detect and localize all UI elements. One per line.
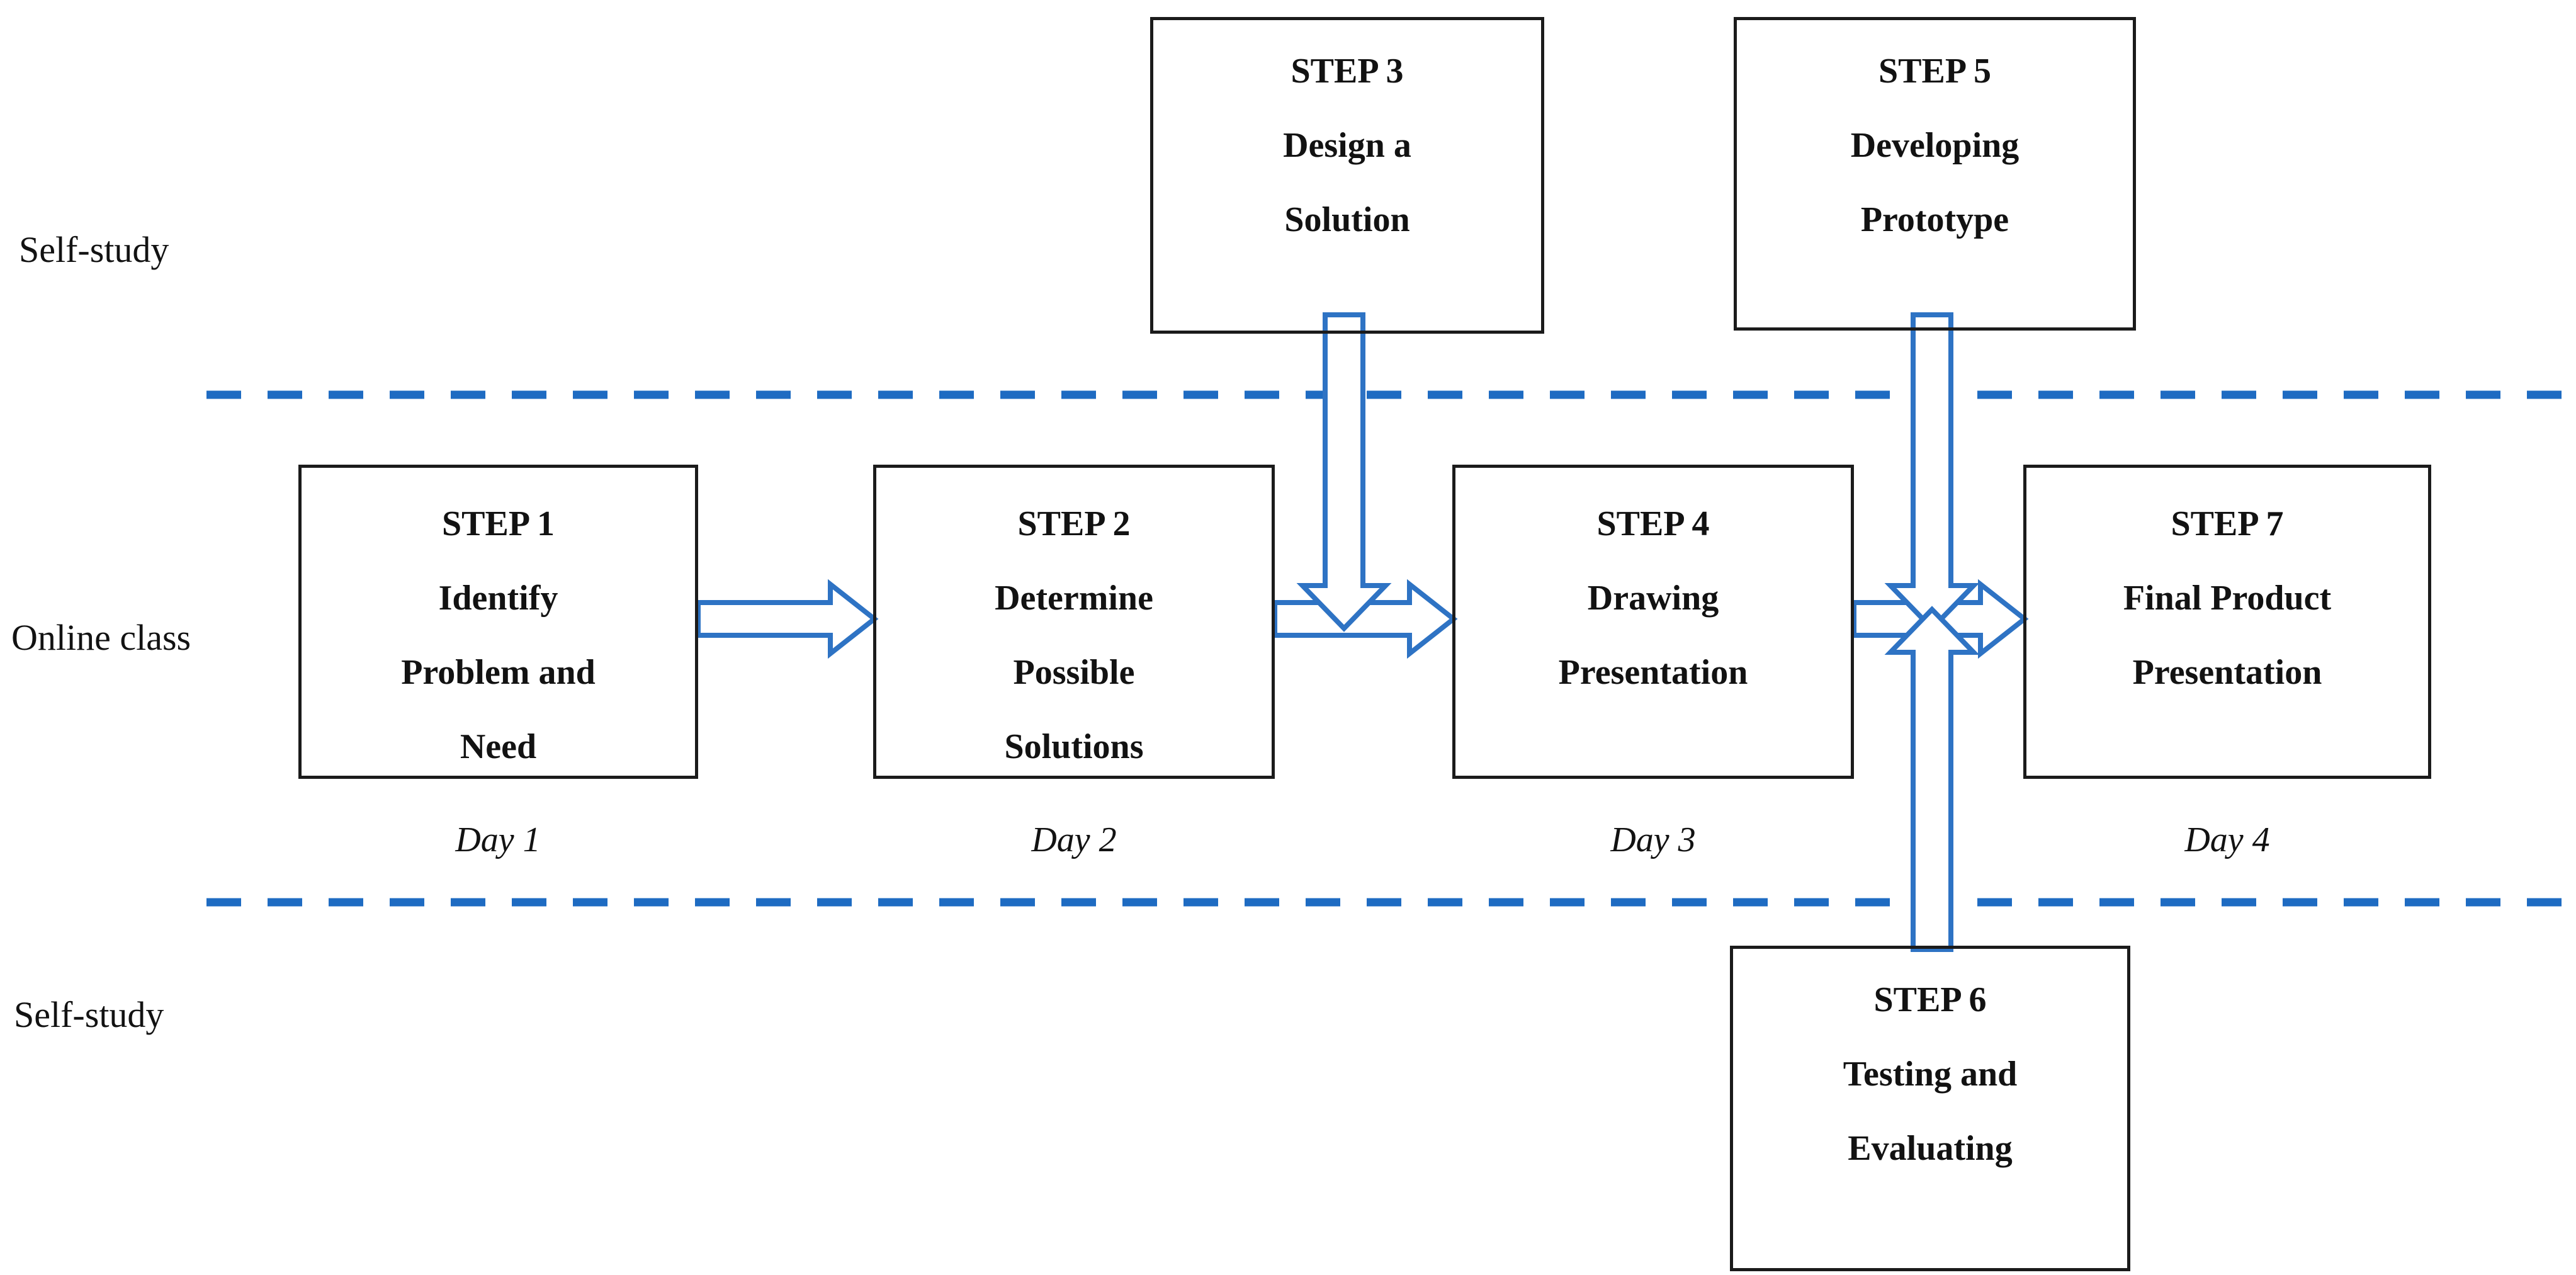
row-label-online-class: Online class (11, 617, 191, 658)
step-line: Evaluating (1848, 1129, 2013, 1168)
step-line: Possible (1013, 653, 1135, 692)
arrow-step2-to-step4 (1272, 579, 1458, 659)
arrow-step1-to-step2 (696, 579, 879, 659)
day-label-4: Day 4 (2184, 820, 2270, 859)
step-line: Solutions (1004, 727, 1144, 766)
step-title: STEP 5 (1878, 52, 1991, 91)
step-line: Presentation (2132, 653, 2322, 692)
step-box-7: STEP 7 Final Product Presentation (2023, 465, 2431, 779)
step-title: STEP 1 (442, 504, 555, 543)
day-label-3: Day 3 (1610, 820, 1696, 859)
step-box-6: STEP 6 Testing and Evaluating (1730, 946, 2130, 1271)
step-box-5: STEP 5 Developing Prototype (1734, 17, 2136, 331)
step-title: STEP 6 (1873, 980, 1987, 1019)
step-line: Prototype (1860, 200, 2009, 239)
step-line: Design a (1283, 126, 1411, 165)
day-label-2: Day 2 (1031, 820, 1117, 859)
step-line: Developing (1850, 126, 2020, 165)
arrow-step3-down (1296, 312, 1392, 632)
step-line: Testing and (1843, 1055, 2018, 1094)
step-line: Need (460, 727, 537, 766)
step-title: STEP 4 (1596, 504, 1710, 543)
step-title: STEP 7 (2171, 504, 2284, 543)
arrow-step6-up (1884, 606, 1980, 952)
arrow-step5-down (1884, 312, 1980, 632)
day-label-1: Day 1 (455, 820, 541, 859)
step-line: Presentation (1558, 653, 1748, 692)
step-line: Problem and (401, 653, 596, 692)
step-line: Determine (995, 579, 1153, 618)
step-title: STEP 3 (1291, 52, 1404, 91)
row-label-self-study-bottom: Self-study (14, 994, 164, 1035)
step-box-4: STEP 4 Drawing Presentation (1452, 465, 1854, 779)
step-box-3: STEP 3 Design a Solution (1150, 17, 1544, 334)
step-line: Solution (1284, 200, 1410, 239)
step-box-2: STEP 2 Determine Possible Solutions (873, 465, 1275, 779)
step-line: Identify (438, 579, 558, 618)
step-line: Drawing (1587, 579, 1719, 618)
step-box-1: STEP 1 Identify Problem and Need (298, 465, 698, 779)
row-label-self-study-top: Self-study (19, 229, 169, 270)
step-line: Final Product (2123, 579, 2332, 618)
step-title: STEP 2 (1017, 504, 1131, 543)
